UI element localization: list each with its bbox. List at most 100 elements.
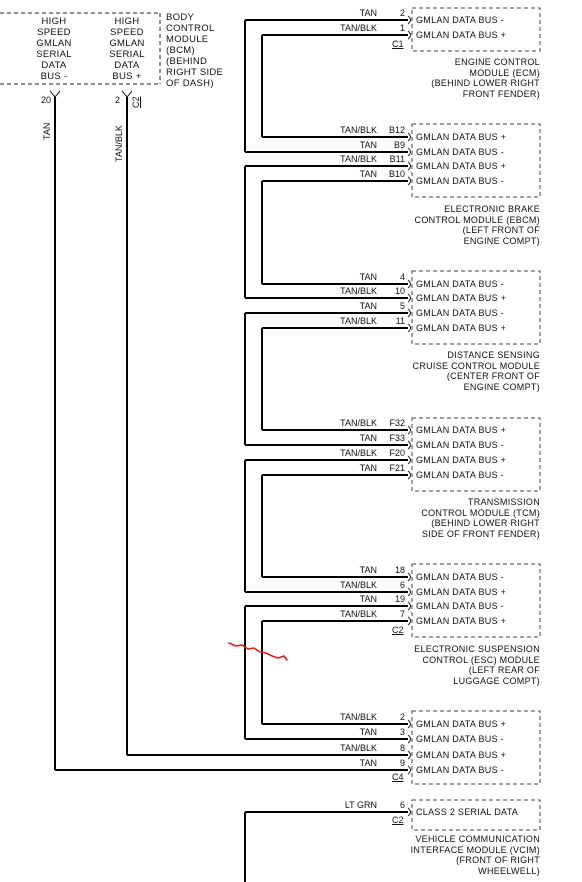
- wire-color: TAN: [359, 565, 377, 575]
- pin-number: 19: [394, 594, 405, 604]
- signal-label: GMLAN DATA BUS -: [416, 147, 504, 157]
- bcm-connector-c2: C2: [131, 96, 141, 108]
- pin-number: 5: [399, 301, 405, 311]
- pin-number: B9: [393, 140, 405, 150]
- pin-number: F21: [389, 463, 405, 473]
- signal-label: GMLAN DATA BUS +: [416, 132, 507, 142]
- desc-line: (BEHIND LOWER RIGHT: [431, 78, 540, 88]
- bcm-column-bus-plus: HIGH SPEED GMLAN SERIAL DATA BUS +: [101, 16, 153, 82]
- bcm-col-line: SERIAL: [36, 49, 72, 60]
- bcm-col-line: DATA: [41, 60, 67, 71]
- pin-number: 11: [395, 316, 405, 326]
- signal-label: GMLAN DATA BUS -: [416, 440, 504, 450]
- bcm-col-line: SPEED: [37, 27, 71, 38]
- signal-label: GMLAN DATA BUS -: [416, 734, 504, 744]
- wire-color: TAN/BLK: [340, 125, 377, 135]
- desc-line: TRANSMISSION: [467, 497, 540, 507]
- connector-label: C2: [392, 625, 404, 635]
- bcm-desc-line: OF DASH): [166, 78, 214, 89]
- signal-label: GMLAN DATA BUS +: [416, 323, 507, 333]
- wire-color: TAN/BLK: [340, 712, 377, 722]
- wire-color: TAN/BLK: [340, 743, 377, 753]
- module-description: ELECTRONIC SUSPENSION CONTROL (ESC) MODU…: [414, 644, 540, 686]
- desc-line: (BEHIND LOWER RIGHT: [431, 518, 540, 528]
- desc-line: (CENTER FRONT OF: [446, 371, 540, 381]
- pin-number: F32: [389, 418, 405, 428]
- pin-number: 18: [394, 565, 405, 575]
- pin-number: F33: [389, 433, 405, 443]
- bcm-col-line: HIGH: [114, 16, 140, 27]
- signal-label: GMLAN DATA BUS -: [416, 15, 504, 25]
- wire-color: TAN/BLK: [340, 286, 377, 296]
- bcm-desc-line: CONTROL: [166, 23, 215, 34]
- wires: [54, 19, 408, 882]
- pin-number: 4: [399, 272, 405, 282]
- wire-color: TAN: [359, 301, 377, 311]
- pin-number: 9: [399, 758, 405, 768]
- signal-label: GMLAN DATA BUS +: [416, 30, 507, 40]
- signal-label: GMLAN DATA BUS +: [416, 425, 507, 435]
- pin-number: 7: [399, 609, 405, 619]
- signal-label: GMLAN DATA BUS +: [416, 719, 507, 729]
- pin-number: 3: [399, 727, 405, 737]
- desc-line: ENGINE CONTROL: [454, 57, 540, 67]
- bcm-description: BODY CONTROL MODULE (BCM) (BEHIND RIGHT …: [166, 12, 223, 89]
- desc-line: ENGINE COMPT): [463, 381, 540, 392]
- wire-color: TAN: [359, 594, 377, 604]
- desc-line: INTERFACE MODULE (VCIM): [410, 844, 540, 855]
- signal-label: GMLAN DATA BUS +: [416, 293, 507, 303]
- wire-color: TAN: [359, 433, 377, 443]
- pin-number: 2: [399, 8, 405, 18]
- bcm-col-line: SERIAL: [109, 49, 145, 60]
- pin-number: 8: [399, 743, 405, 753]
- desc-line: SIDE OF FRONT FENDER): [421, 528, 540, 539]
- module-terminals: [407, 15, 411, 817]
- bcm-col-line: BUS -: [40, 71, 68, 82]
- desc-line: CONTROL MODULE (TCM): [421, 507, 540, 518]
- pin-number: 10: [394, 286, 405, 296]
- wire-color: LT GRN: [344, 800, 377, 810]
- module-description: ELECTRONIC BRAKE CONTROL MODULE (EBCM) (…: [415, 204, 540, 246]
- desc-line: LUGGAGE COMPT): [453, 675, 540, 686]
- signal-label: GMLAN DATA BUS -: [416, 176, 504, 186]
- wire-color: TAN: [359, 169, 377, 179]
- module-description: ENGINE CONTROL MODULE (ECM) (BEHIND LOWE…: [431, 57, 540, 99]
- connector-label: C1: [392, 39, 404, 49]
- desc-line: FRONT FENDER): [462, 88, 540, 99]
- bcm-col-line: SPEED: [110, 27, 144, 38]
- desc-line: CONTROL (ESC) MODULE: [422, 654, 540, 665]
- red-annotation-mark: [228, 642, 288, 661]
- wire-color: TAN/BLK: [340, 23, 377, 33]
- bcm-desc-line: RIGHT SIDE: [166, 67, 224, 78]
- bcm-pin-20: 20: [41, 95, 52, 105]
- signal-label: GMLAN DATA BUS -: [416, 470, 504, 480]
- bcm-desc-line: (BEHIND: [166, 56, 208, 67]
- pin-number: B10: [388, 169, 405, 179]
- bcm-col-line: BUS +: [112, 71, 142, 82]
- desc-line: (LEFT FRONT OF: [462, 225, 540, 235]
- bcm-col-line: GMLAN: [109, 38, 145, 49]
- wire-color: TAN/BLK: [340, 448, 377, 458]
- bcm-desc-line: MODULE: [166, 34, 209, 45]
- desc-line: (LEFT REAR OF: [468, 665, 540, 675]
- wire-color: TAN: [359, 758, 377, 768]
- desc-line: ELECTRONIC SUSPENSION: [414, 644, 540, 654]
- pin-number: B11: [389, 154, 405, 164]
- desc-line: CONTROL MODULE (EBCM): [414, 214, 540, 225]
- desc-line: (FRONT OF RIGHT: [456, 855, 540, 865]
- module-description: DISTANCE SENSING CRUISE CONTROL MODULE (…: [413, 350, 540, 392]
- connector-label: C4: [392, 772, 404, 782]
- wire-color: TAN: [359, 8, 377, 18]
- connector-label: C2: [392, 815, 404, 825]
- bcm-wire-tan: TAN: [42, 122, 52, 140]
- pin-number: 6: [399, 800, 405, 810]
- signal-label: GMLAN DATA BUS -: [416, 279, 504, 289]
- signal-label: GMLAN DATA BUS -: [416, 765, 504, 775]
- desc-line: ENGINE COMPT): [463, 235, 540, 246]
- wire-color: TAN: [359, 727, 377, 737]
- bcm-pin-2: 2: [115, 95, 121, 105]
- desc-line: DISTANCE SENSING: [447, 350, 540, 360]
- signal-label: CLASS 2 SERIAL DATA: [416, 807, 519, 817]
- pin-number: 1: [399, 23, 405, 33]
